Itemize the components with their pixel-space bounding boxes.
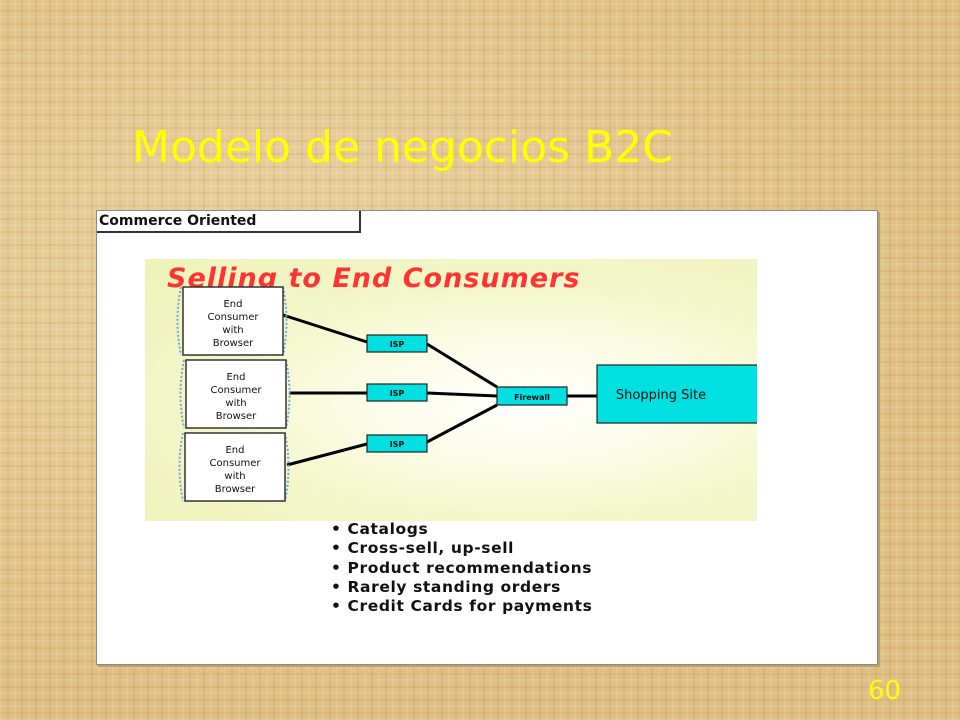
slide-title: Modelo de negocios B2C bbox=[132, 122, 673, 173]
diagram-panel: Selling to End Consumers End Consumer wi… bbox=[145, 259, 757, 521]
connector-lines bbox=[282, 313, 597, 467]
connector-consumer1-isp1 bbox=[282, 313, 368, 344]
isp-node-1: ISP bbox=[366, 334, 428, 353]
connector-consumer3-isp3 bbox=[286, 442, 368, 467]
bullet-item: • Catalogs bbox=[331, 520, 429, 538]
consumer-3-line-3: with bbox=[224, 471, 245, 482]
bullet-item: • Rarely standing orders bbox=[331, 577, 561, 596]
shopping-site-node: Shopping Site bbox=[596, 364, 757, 424]
bullet-item: • Cross-sell, up-sell bbox=[331, 539, 515, 558]
diagram-figure: Commerce Oriented Selling to End Consume… bbox=[96, 210, 878, 665]
consumer-3-line-4: Browser bbox=[215, 484, 256, 495]
connector-isp1-firewall bbox=[426, 342, 498, 389]
shopping-site-label: Shopping Site bbox=[616, 388, 706, 403]
connector-isp3-firewall bbox=[426, 403, 498, 444]
consumer-3-line-2: Consumer bbox=[210, 458, 262, 469]
consumer-1-line-1: End bbox=[223, 299, 242, 310]
isp-node-3: ISP bbox=[366, 434, 428, 453]
isp-node-2: ISP bbox=[366, 383, 428, 402]
figure-tab-label: Commerce Oriented bbox=[97, 211, 361, 233]
consumer-2-line-4: Browser bbox=[216, 411, 257, 422]
isp-3-label: ISP bbox=[390, 440, 405, 449]
page-number: 60 bbox=[868, 676, 902, 706]
feature-bullet-list: • Catalogs • Cross-sell, up-sell • Produ… bbox=[331, 520, 592, 616]
bullet-text: Product recommendations bbox=[347, 558, 593, 577]
consumer-2-line-3: with bbox=[225, 398, 246, 409]
bullet-text: Credit Cards for payments bbox=[347, 597, 593, 616]
firewall-node: Firewall bbox=[496, 386, 568, 406]
consumer-node-3: End Consumer with Browser bbox=[178, 432, 290, 502]
consumer-1-line-2: Consumer bbox=[208, 312, 260, 323]
bullet-text: Rarely standing orders bbox=[347, 577, 561, 596]
network-diagram: Selling to End Consumers End Consumer wi… bbox=[167, 263, 757, 502]
bullet-text: Catalogs bbox=[347, 520, 429, 538]
firewall-label: Firewall bbox=[514, 393, 550, 402]
connector-isp2-firewall bbox=[426, 391, 498, 398]
consumer-node-1: End Consumer with Browser bbox=[176, 286, 288, 356]
bullet-item: • Credit Cards for payments bbox=[331, 597, 593, 616]
consumer-node-2: End Consumer with Browser bbox=[179, 359, 291, 429]
consumer-2-line-2: Consumer bbox=[211, 385, 263, 396]
consumer-3-line-1: End bbox=[225, 445, 244, 456]
consumer-1-line-4: Browser bbox=[213, 338, 254, 349]
consumer-2-line-1: End bbox=[226, 372, 245, 383]
consumer-1-line-3: with bbox=[222, 325, 243, 336]
isp-1-label: ISP bbox=[390, 340, 405, 349]
bullet-text: Cross-sell, up-sell bbox=[347, 539, 515, 558]
isp-2-label: ISP bbox=[390, 389, 405, 398]
bullet-item: • Product recommendations bbox=[331, 558, 593, 577]
